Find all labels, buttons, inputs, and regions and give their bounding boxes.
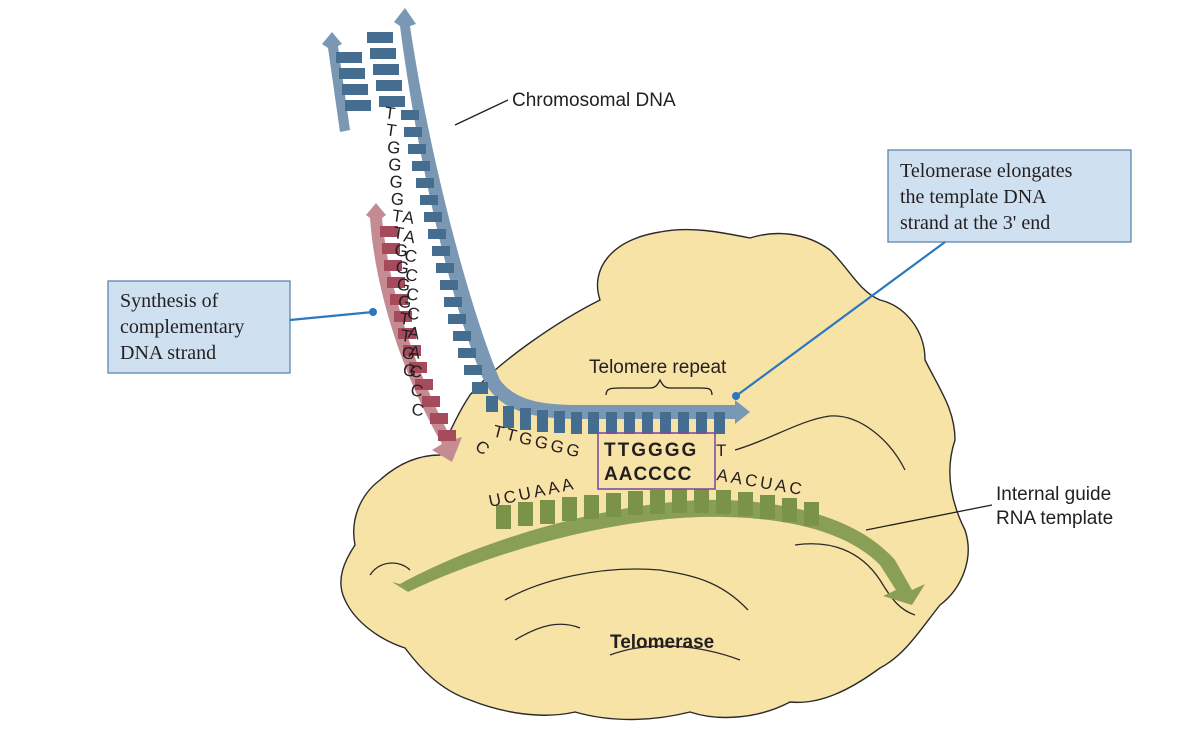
template-dna-strand — [394, 8, 750, 434]
telomere-repeat-box — [597, 432, 716, 490]
repeat-bottom-sequence: AACCCC — [604, 464, 692, 485]
base-letter: G — [402, 360, 418, 381]
base-letter: C — [406, 303, 421, 324]
base-letter: C — [403, 246, 418, 267]
telomerase-note-line3: strand at the 3' end — [900, 212, 1050, 234]
base-letter: G — [401, 343, 417, 364]
base-letter: G — [396, 275, 412, 296]
base-letter: T — [399, 326, 412, 346]
complementary-sequence-vertical: AACCCCAACCC — [369, 207, 458, 420]
base-letter: T — [392, 223, 405, 243]
base-letter: A — [407, 342, 422, 363]
synthesis-note-line1: Synthesis of — [120, 290, 219, 312]
guide-rna-leader — [865, 504, 993, 531]
chromosomal-dna-leader — [454, 99, 509, 126]
base-letter: C — [404, 265, 419, 286]
guide-rna-label-line2: RNA template — [996, 508, 1113, 529]
telomerase-note-pointer — [735, 241, 946, 397]
telomerase-creases — [369, 415, 916, 661]
base-letter: T — [385, 120, 398, 140]
template-sequence-vertical: TTGGGGTTGGGGTTGG — [348, 103, 452, 381]
synthesis-note-pointer-dot — [369, 308, 377, 316]
base-letter: C — [409, 380, 424, 401]
base-letter: A — [407, 323, 422, 344]
guide-rna-label-line1: Internal guide — [996, 484, 1111, 505]
chromosomal-dna-top — [322, 32, 405, 132]
complementary-dna-strand — [366, 203, 462, 462]
base-letter: G — [397, 292, 413, 313]
base-letter: T — [391, 206, 404, 226]
base-letter: G — [386, 137, 402, 158]
base-letter: G — [388, 172, 404, 193]
telomerase-body — [340, 228, 969, 721]
telomerase-label: Telomerase — [610, 632, 714, 653]
base-letter: C — [410, 400, 425, 421]
complementary-seq-col: AACCCCAACCC — [369, 207, 458, 420]
synthesis-note-pointer — [289, 310, 374, 322]
telomerase-note-box — [887, 149, 1132, 243]
base-letter: A — [402, 226, 417, 247]
template-seq-col: TTGGGGTTGGGGTTGG — [348, 103, 452, 381]
synthesis-note-line3: DNA strand — [120, 342, 216, 364]
base-letter: A — [401, 207, 416, 228]
rna-template — [392, 489, 925, 605]
base-letter: G — [387, 155, 403, 176]
telomere-repeat-brace — [605, 378, 713, 396]
base-letter: G — [394, 257, 410, 278]
telomere-repeat-label: Telomere repeat — [589, 357, 727, 378]
base-letter: T — [398, 309, 411, 329]
repeat-top-sequence: TTGGGG — [604, 440, 698, 461]
telomerase-note-pointer-dot — [732, 392, 740, 400]
overhang-suffix: T — [716, 441, 726, 460]
synthesis-note-box — [107, 280, 291, 374]
base-letter: T — [383, 103, 396, 123]
chromosomal-dna-label: Chromosomal DNA — [512, 90, 676, 111]
base-letter: C — [405, 284, 420, 305]
telomerase-note-line2: the template DNA — [900, 186, 1047, 208]
base-letter: C — [408, 361, 423, 382]
synthesis-note-line2: complementary — [120, 316, 244, 338]
base-letter: G — [393, 240, 409, 261]
telomerase-note-line1: Telomerase elongates — [900, 160, 1073, 182]
base-letter: G — [390, 189, 406, 210]
